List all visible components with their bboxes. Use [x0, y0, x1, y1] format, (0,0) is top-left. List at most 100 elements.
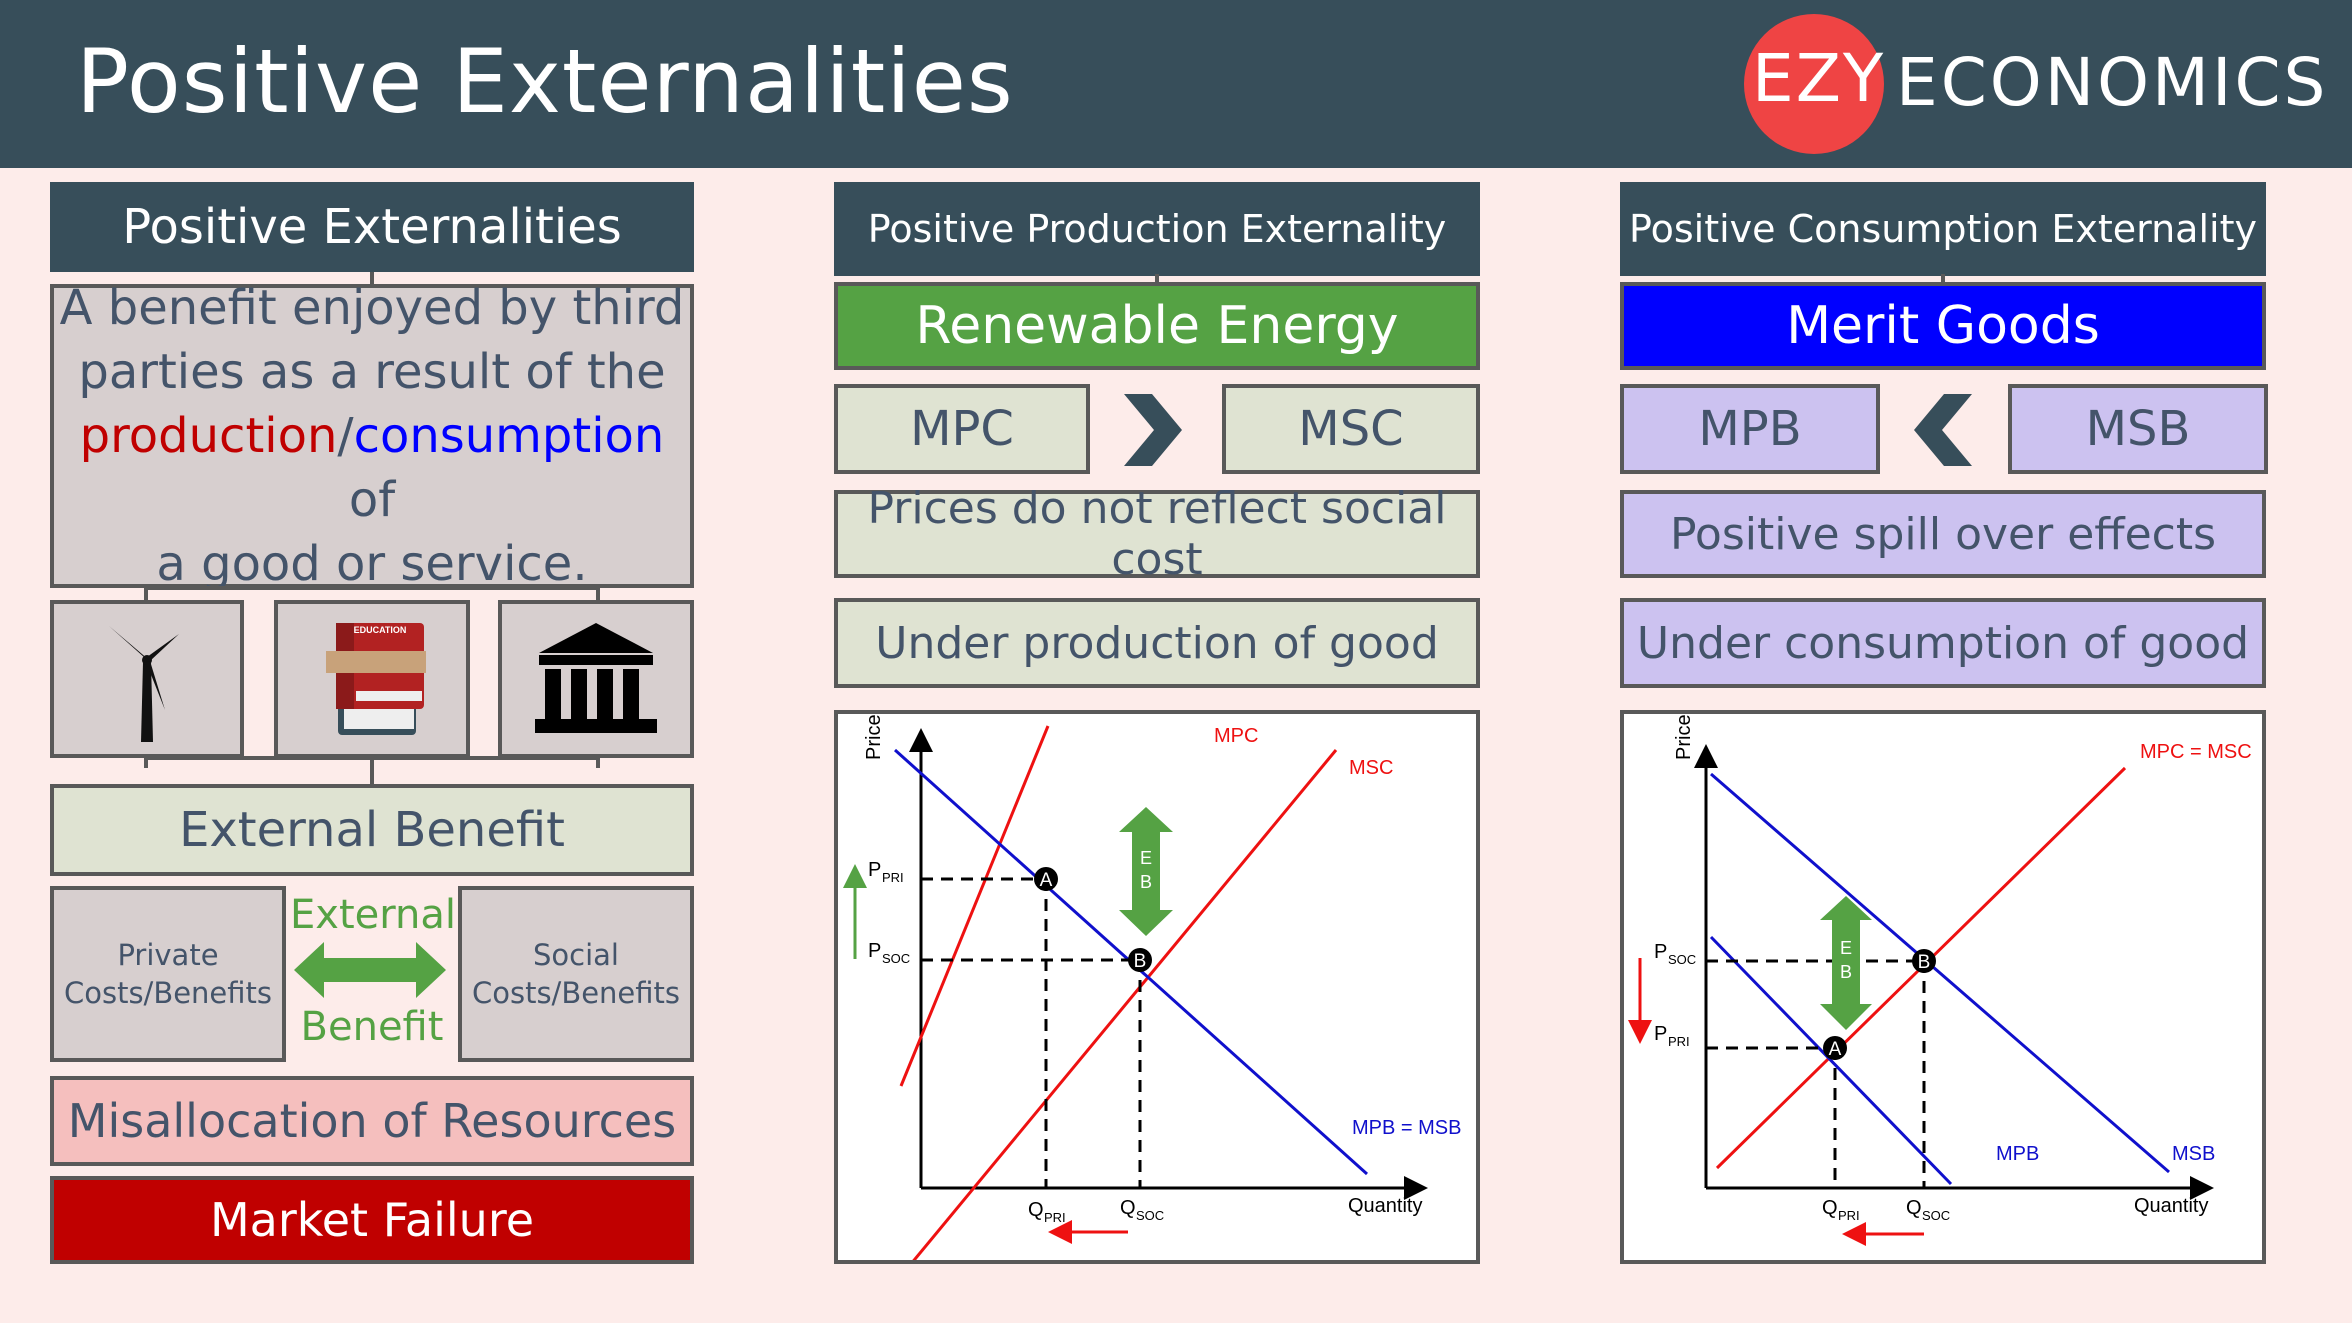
bank-box — [498, 600, 694, 758]
connector — [144, 754, 148, 768]
eb-b: B — [1840, 962, 1852, 982]
header-bar — [0, 0, 2352, 168]
production-word: production — [79, 408, 338, 464]
mpc-box: MPC — [834, 384, 1090, 474]
point-a-label: A — [1829, 1039, 1842, 1060]
books-icon: EDUCATION — [326, 623, 426, 735]
consumption-heading: Positive Consumption Externality — [1620, 182, 2266, 276]
connector — [144, 586, 148, 604]
arrow-label-bottom: Benefit — [300, 1004, 444, 1050]
psoc-sub: SOC — [1668, 952, 1696, 967]
point-a — [1823, 1036, 1847, 1060]
mpb-msb-label: MPB = MSB — [1352, 1117, 1461, 1139]
mpb-line — [1709, 935, 1953, 1186]
mpc-label: MPC — [1214, 725, 1258, 747]
point-b — [1128, 948, 1152, 972]
eb-gap-arrow — [1820, 896, 1872, 1030]
connector — [596, 586, 600, 604]
merit-goods-box: Merit Goods — [1620, 282, 2266, 370]
misallocation-box: Misallocation of Resources — [50, 1076, 694, 1166]
y-axis-label: Price — [1673, 714, 1695, 760]
ppri-p: P — [868, 859, 881, 881]
connector — [1941, 274, 1945, 286]
consumption-word: consumption — [353, 408, 665, 464]
y-axis-label: Price — [863, 714, 885, 760]
production-chart: Price Quantity MPC MSC MPB = MSB A B P P… — [834, 710, 1480, 1277]
definition-line-2: parties as a result of the — [78, 344, 666, 400]
msb-line — [1710, 772, 2170, 1174]
mpc-msc-label: MPC = MSC — [2140, 741, 2252, 763]
of-word: of — [348, 472, 396, 528]
point-b-label: B — [1134, 951, 1147, 972]
logo-ezy: EZY — [1752, 40, 1886, 117]
external-benefit-box: External Benefit — [50, 784, 694, 876]
point-b-label: B — [1918, 952, 1931, 973]
definition-line-1: A benefit enjoyed by third — [59, 280, 685, 336]
mpb-label: MPB — [1996, 1143, 2039, 1165]
social-costs-box: Social Costs/Benefits — [458, 886, 694, 1062]
logo-circle — [1744, 14, 1884, 154]
under-production-box: Under production of good — [834, 598, 1480, 688]
x-axis-label: Quantity — [1348, 1195, 1422, 1217]
connector — [370, 272, 374, 286]
book-label: EDUCATION — [354, 625, 407, 635]
prices-box: Prices do not reflect social cost — [834, 483, 1480, 585]
qsoc-q: Q — [1120, 1197, 1136, 1219]
msb-label: MSB — [2172, 1143, 2215, 1165]
qpri-q: Q — [1028, 1199, 1044, 1221]
education-box: EDUCATION — [274, 600, 470, 758]
definition-line-4: a good or service. — [156, 536, 588, 592]
qpri-q: Q — [1822, 1197, 1838, 1219]
msc-label: MSC — [1349, 757, 1393, 779]
market-failure-box: Market Failure — [50, 1176, 694, 1264]
connector — [1155, 274, 1159, 286]
renewable-energy-box: Renewable Energy — [834, 282, 1480, 370]
msc-box: MSC — [1222, 384, 1480, 474]
connector — [370, 756, 374, 788]
slash: / — [337, 408, 354, 464]
definition-line-3: production/consumption of — [54, 404, 690, 532]
private-costs-box: Private Costs/Benefits — [50, 886, 286, 1062]
chevron-right-icon — [1124, 394, 1182, 466]
eb-b: B — [1140, 872, 1152, 892]
msc-line — [899, 749, 1338, 1277]
consumption-chart-svg: Price Quantity MPC = MSC MPB MSB A B P S… — [1628, 714, 2252, 1246]
arrow-label-top: External — [290, 892, 456, 938]
under-consumption-box: Under consumption of good — [1620, 598, 2266, 688]
qsoc-q: Q — [1906, 1197, 1922, 1219]
page-title: Positive Externalities — [76, 30, 1014, 133]
psoc-p: P — [1654, 941, 1667, 963]
wind-turbine-icon — [109, 626, 179, 742]
psoc-p: P — [868, 940, 881, 962]
point-a — [1034, 867, 1058, 891]
production-heading: Positive Production Externality — [834, 182, 1480, 276]
left-heading: Positive Externalities — [50, 182, 694, 272]
qpri-sub: PRI — [1044, 1210, 1066, 1225]
definition-box: A benefit enjoyed by third parties as a … — [50, 280, 694, 592]
msb-box: MSB — [2008, 384, 2268, 474]
point-b — [1912, 949, 1936, 973]
ppri-sub: PRI — [1668, 1034, 1690, 1049]
mpc-line — [899, 725, 1050, 1087]
logo-economics: ECONOMICS — [1896, 44, 2329, 121]
double-arrow-icon — [294, 942, 446, 998]
connector — [144, 586, 598, 590]
eb-e: E — [1140, 848, 1152, 868]
mpb-box: MPB — [1620, 384, 1880, 474]
production-chart-svg: Price Quantity MPC MSC MPB = MSB A B P P… — [843, 714, 1461, 1277]
psoc-sub: SOC — [882, 951, 910, 966]
eb-e: E — [1840, 938, 1852, 958]
bank-building-icon — [535, 623, 657, 733]
ppri-p: P — [1654, 1023, 1667, 1045]
qsoc-sub: SOC — [1922, 1208, 1950, 1223]
point-a-label: A — [1040, 870, 1053, 891]
consumption-chart: Price Quantity MPC = MSC MPB MSB A B P S… — [1620, 710, 2266, 1264]
eb-gap-arrow — [1119, 807, 1173, 936]
chevron-left-icon — [1914, 394, 1972, 466]
qpri-sub: PRI — [1838, 1208, 1860, 1223]
connector — [596, 754, 600, 768]
qsoc-sub: SOC — [1136, 1208, 1164, 1223]
ppri-sub: PRI — [882, 870, 904, 885]
wind-turbine-box — [50, 600, 244, 758]
x-axis-label: Quantity — [2134, 1195, 2208, 1217]
